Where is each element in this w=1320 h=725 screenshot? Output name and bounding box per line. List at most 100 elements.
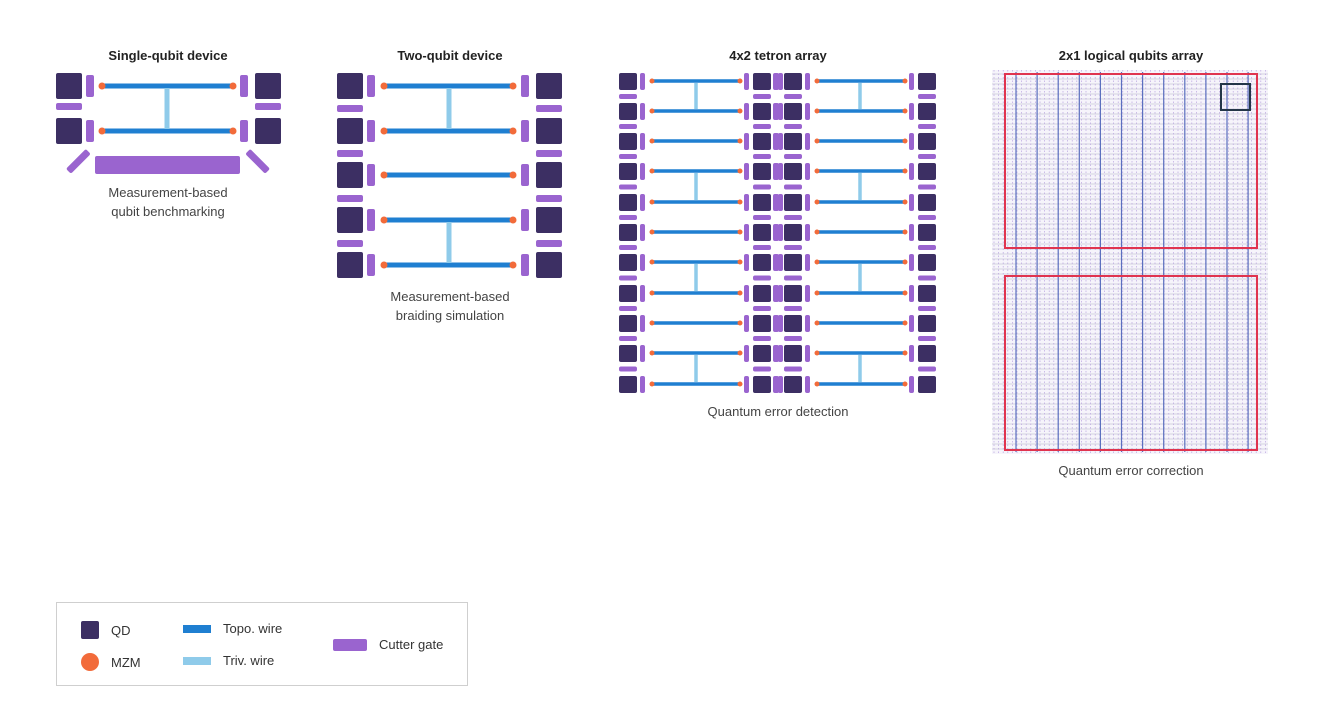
mzm (649, 168, 655, 174)
quantum-dot (918, 254, 936, 271)
mzm (737, 199, 743, 205)
cutter-gate (805, 345, 810, 362)
mzm (737, 108, 743, 114)
topo-wire (384, 128, 513, 134)
quantum-dot (619, 376, 637, 393)
mzm (902, 320, 908, 326)
cutter-gate (918, 184, 936, 190)
mzm (509, 216, 517, 224)
mzm (814, 350, 820, 356)
cutter-gate (640, 103, 645, 120)
quantum-dot (753, 285, 771, 302)
cutter-gate (784, 306, 802, 311)
cutter-gate (753, 184, 771, 190)
legend: QD MZM Topo. wire Triv. wire Cutter gate (56, 602, 468, 686)
cutter-gate (784, 154, 802, 159)
cutter-gate (744, 285, 749, 302)
cutter-gate (521, 209, 529, 231)
qd-swatch-icon (81, 621, 99, 639)
cutter-gate (778, 103, 783, 120)
cutter-gate (744, 254, 749, 271)
cutter-gate (753, 336, 771, 341)
legend-label-triv-wire: Triv. wire (223, 653, 275, 668)
quantum-dot (536, 118, 562, 144)
cutter-gate (909, 103, 914, 120)
mzm (814, 138, 820, 144)
cutter-gate (773, 376, 779, 393)
triv-wire (694, 173, 698, 200)
quantum-dot (56, 73, 82, 99)
mzm (902, 168, 908, 174)
cutter-gate (784, 366, 802, 372)
cutter-gate (66, 149, 90, 173)
topo-wire (817, 109, 905, 113)
cutter-gate (778, 194, 783, 211)
caption-line: braiding simulation (395, 308, 505, 323)
quantum-dot (753, 345, 771, 362)
cutter-gate (367, 164, 375, 186)
mzm (737, 320, 743, 326)
topo-wire (817, 382, 905, 386)
cutter-gate (521, 120, 529, 142)
topo-wire (652, 139, 740, 143)
caption-single-qubit: Measurement-based qubit benchmarking (108, 183, 227, 221)
cutter-gate (744, 194, 749, 211)
cutter-gate (778, 224, 783, 241)
mzm (380, 171, 388, 179)
cutter-gate (744, 103, 749, 120)
cutter-gate (918, 336, 936, 341)
cutter-gate (784, 124, 802, 129)
cutter-gate (805, 103, 810, 120)
mzm (737, 78, 743, 84)
mzm (649, 78, 655, 84)
quantum-dot (753, 224, 771, 241)
mzm (814, 199, 820, 205)
cutter-gate (773, 163, 779, 180)
mzm (737, 138, 743, 144)
mzm (649, 259, 655, 265)
cutter-gate (367, 120, 375, 142)
mzm (509, 171, 517, 179)
quantum-dot (784, 285, 802, 302)
topo-wire (384, 217, 513, 223)
cutter-gate (640, 194, 645, 211)
quantum-dot (536, 162, 562, 188)
topo-wire (817, 321, 905, 325)
cutter-gate (784, 215, 802, 220)
quantum-dot (753, 103, 771, 120)
mzm (814, 108, 820, 114)
quantum-dot (918, 345, 936, 362)
cutter-gate (773, 285, 779, 302)
cutter-gate (909, 73, 914, 90)
caption-logical-array: Quantum error correction (1058, 461, 1203, 480)
mzm (229, 127, 237, 135)
cutter-gate (918, 366, 936, 372)
cutter-gate (909, 285, 914, 302)
cutter-gate (86, 120, 94, 142)
cutter-gate (909, 133, 914, 150)
cutter-gate (619, 154, 637, 159)
topo-wire (652, 200, 740, 204)
quantum-dot (753, 133, 771, 150)
mzm-swatch-icon (81, 653, 99, 671)
cutter-gate (744, 345, 749, 362)
topo-wire (384, 172, 513, 178)
mzm (380, 216, 388, 224)
topo-wire (384, 83, 513, 89)
mzm (98, 82, 106, 90)
cutter-gate (784, 184, 802, 190)
quantum-dot (784, 224, 802, 241)
quantum-dot (619, 103, 637, 120)
topo-wire (652, 109, 740, 113)
cutter-gate (918, 94, 936, 99)
cutter-gate (753, 306, 771, 311)
cutter-gate (753, 215, 771, 220)
logical-qubit-boundary (1004, 275, 1258, 451)
triv-wire (164, 88, 170, 129)
quantum-dot (753, 194, 771, 211)
cutter-gate (56, 103, 82, 110)
cutter-gate (619, 94, 637, 99)
cutter-gate (619, 306, 637, 311)
caption-line: Measurement-based (108, 185, 228, 200)
